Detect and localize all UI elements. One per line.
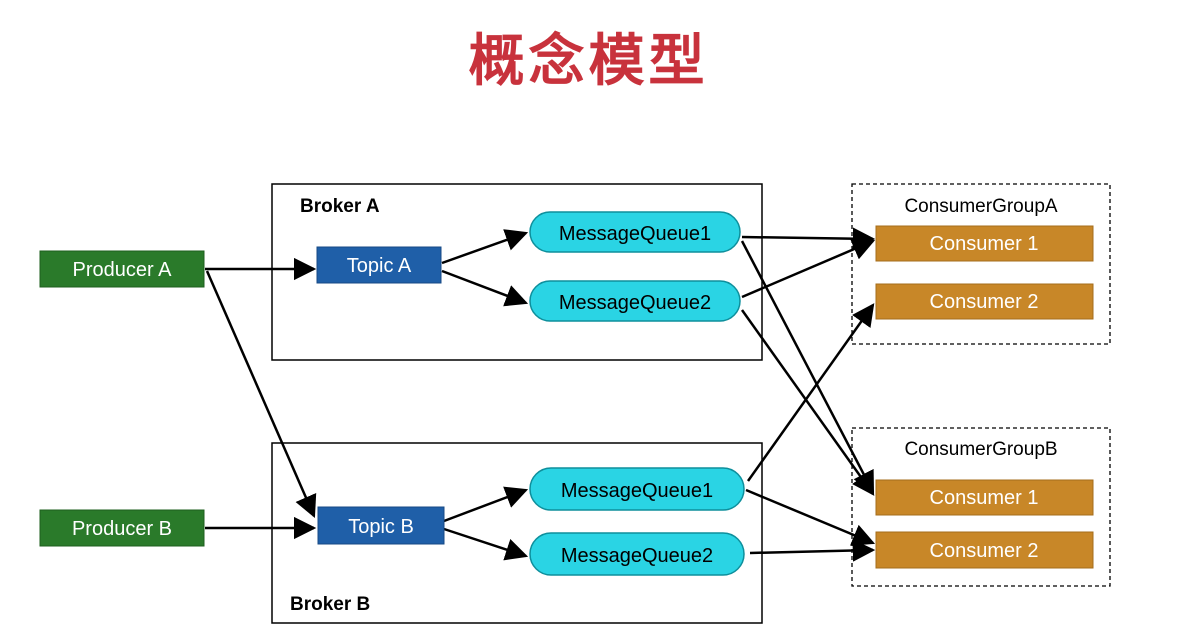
queue-b2-label: MessageQueue2 (561, 545, 713, 567)
queue-a2: MessageQueue2 (529, 280, 741, 322)
consumer-group-b-label: ConsumerGroupB (904, 439, 1057, 460)
arrow-b-mq1-group-b-consumer2 (745, 488, 876, 546)
queue-b2: MessageQueue2 (529, 532, 745, 576)
group-b-consumer-1-label: Consumer 1 (930, 487, 1039, 509)
arrow-topic-b-mq1 (443, 486, 529, 523)
topic-a: Topic A (316, 246, 442, 284)
arrow-a-mq2-group-a-consumer1 (741, 238, 876, 299)
consumer-group-a: ConsumerGroupA (851, 183, 1111, 345)
concept-model-diagram: Broker A Broker B ConsumerGroupA Consume… (39, 183, 1111, 624)
producer-a: Producer A (39, 250, 205, 288)
queue-b1: MessageQueue1 (529, 467, 745, 511)
queue-a1-label: MessageQueue1 (559, 223, 711, 245)
producer-b: Producer B (39, 509, 205, 547)
queue-b1-label: MessageQueue1 (561, 480, 713, 502)
group-b-consumer-2: Consumer 2 (875, 531, 1094, 569)
arrow-b-mq1-group-a-consumer2 (746, 303, 875, 482)
group-a-consumer-1-label: Consumer 1 (930, 233, 1039, 255)
producer-b-label: Producer B (72, 518, 172, 540)
producer-a-label: Producer A (73, 259, 173, 281)
group-b-consumer-2-label: Consumer 2 (930, 540, 1039, 562)
arrow-producer-a-topic-b (205, 270, 317, 519)
arrow-topic-a-mq2 (441, 269, 529, 307)
arrows (205, 227, 876, 562)
queue-a2-label: MessageQueue2 (559, 292, 711, 314)
topic-a-label: Topic A (347, 255, 412, 277)
arrow-a-mq2-group-b-consumer1 (740, 309, 875, 496)
arrow-topic-b-mq2 (443, 527, 529, 561)
group-b-consumer-1: Consumer 1 (875, 479, 1094, 516)
group-a-consumer-2-label: Consumer 2 (930, 291, 1039, 313)
broker-a-label: Broker A (300, 196, 380, 217)
broker-b-label: Broker B (290, 594, 370, 615)
page-title: 概念模型 (468, 29, 709, 94)
topic-b-label: Topic B (348, 516, 414, 538)
arrow-topic-a-mq1 (441, 229, 529, 265)
group-a-consumer-1: Consumer 1 (875, 225, 1094, 262)
consumer-group-a-label: ConsumerGroupA (904, 196, 1057, 217)
consumer-group-b: ConsumerGroupB (851, 427, 1111, 587)
arrow-a-mq1-group-b-consumer1 (740, 240, 875, 494)
arrow-b-mq2-group-b-consumer2 (749, 539, 876, 562)
group-a-consumer-2: Consumer 2 (875, 283, 1094, 320)
queue-a1: MessageQueue1 (529, 211, 741, 253)
topic-b: Topic B (317, 506, 445, 545)
